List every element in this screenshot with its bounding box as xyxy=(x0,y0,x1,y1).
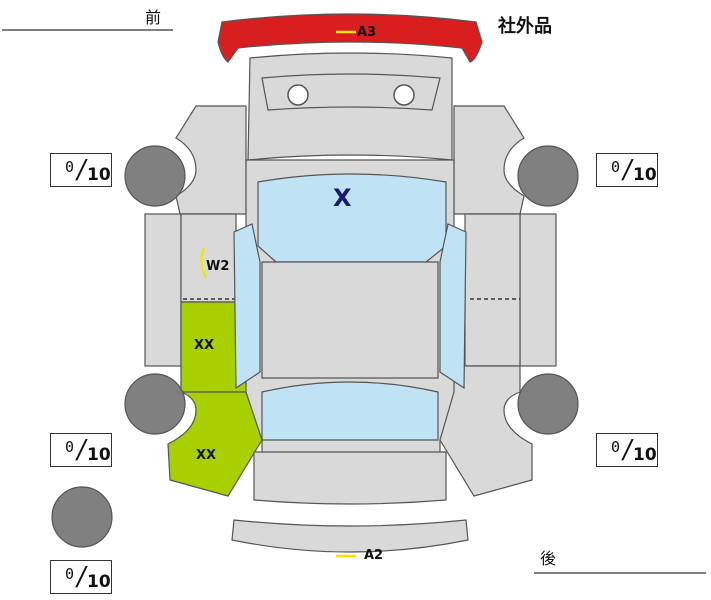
spare-tire[interactable] xyxy=(51,486,113,548)
rear-bumper-code: A2 xyxy=(364,548,384,563)
front-left-tire[interactable] xyxy=(124,145,186,207)
front-left-fender[interactable] xyxy=(175,105,247,215)
tire-depth-value: 0 xyxy=(65,438,75,456)
left-side-panel[interactable] xyxy=(144,213,182,367)
front-left-tire-depth: 0 / 10 xyxy=(50,153,112,187)
tire-depth-value: 0 xyxy=(611,438,621,456)
tire-depth-denominator: 10 xyxy=(87,445,111,465)
windshield[interactable] xyxy=(257,173,447,263)
rear-left-quarter-code: XX xyxy=(196,448,217,463)
windshield-code: X xyxy=(333,184,352,212)
front-bumper[interactable] xyxy=(217,13,483,63)
roof[interactable] xyxy=(261,261,439,379)
tire-depth-denominator: 10 xyxy=(87,165,111,185)
rear-left-tire[interactable] xyxy=(124,373,186,435)
front-right-door[interactable] xyxy=(464,213,521,367)
tire-depth-value: 0 xyxy=(65,565,75,583)
spare-tire-depth: 0 / 10 xyxy=(50,560,112,594)
left-side-window[interactable] xyxy=(233,223,261,390)
rear-right-tire-depth: 0 / 10 xyxy=(596,433,658,467)
front-right-tire-depth: 0 / 10 xyxy=(596,153,658,187)
front-left-headlight xyxy=(287,84,309,106)
rear-left-door-code: XX xyxy=(194,338,215,353)
tire-depth-denominator: 10 xyxy=(633,445,657,465)
tire-depth-value: 0 xyxy=(611,158,621,176)
tire-depth-denominator: 10 xyxy=(87,572,111,592)
rear-right-quarter[interactable] xyxy=(439,365,533,497)
right-side-panel[interactable] xyxy=(519,213,557,367)
aftermarket-label: 社外品 xyxy=(498,16,552,37)
trunk[interactable] xyxy=(253,451,447,505)
front-right-headlight xyxy=(393,84,415,106)
front-left-door[interactable] xyxy=(180,213,237,303)
rear-label: 後 xyxy=(540,549,557,568)
rear-bumper[interactable] xyxy=(231,519,469,553)
tire-depth-denominator: 10 xyxy=(633,165,657,185)
rear-left-quarter[interactable] xyxy=(167,391,263,497)
tire-depth-value: 0 xyxy=(65,158,75,176)
front-right-tire[interactable] xyxy=(517,145,579,207)
front-right-fender[interactable] xyxy=(453,105,525,215)
rear-right-tire[interactable] xyxy=(517,373,579,435)
left-pillar-code: W2 xyxy=(206,259,230,274)
rear-left-tire-depth: 0 / 10 xyxy=(50,433,112,467)
right-side-window[interactable] xyxy=(439,223,467,390)
rear-window[interactable] xyxy=(261,381,439,441)
front-label: 前 xyxy=(145,8,162,27)
front-bumper-code: A3 xyxy=(357,25,377,40)
left-pillar-mark xyxy=(200,247,207,279)
